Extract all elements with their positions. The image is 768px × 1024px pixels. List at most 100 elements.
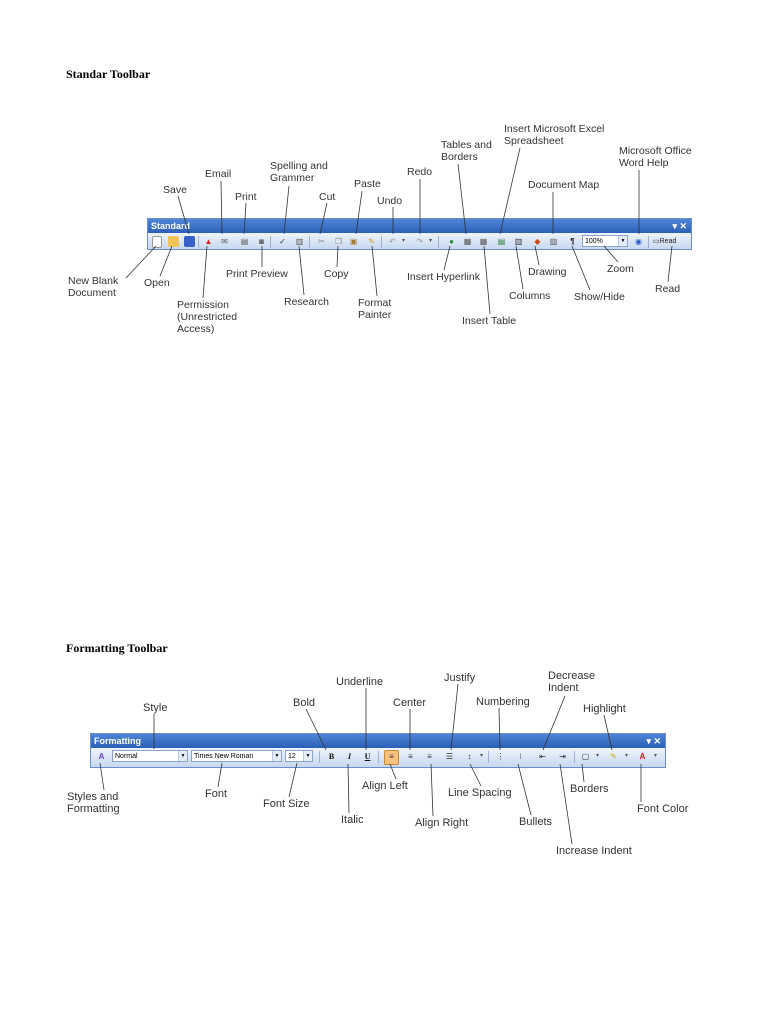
spelling-grammar-button[interactable]: ✓: [279, 237, 286, 246]
label-cut: Cut: [319, 191, 336, 203]
copy-button[interactable]: ❐: [334, 237, 343, 246]
chevron-down-icon[interactable]: ▼: [178, 751, 187, 761]
leader-research: [298, 245, 305, 296]
leader-read: [667, 245, 673, 283]
leader-font: [217, 762, 223, 788]
font-size-combo[interactable]: 12 ▼: [285, 750, 313, 762]
highlight-button[interactable]: ✎: [610, 752, 617, 761]
drawing-button[interactable]: ◆: [534, 237, 541, 246]
leader-zoom: [603, 245, 619, 263]
justify-button[interactable]: ☰: [445, 752, 454, 761]
paste-button[interactable]: ▣: [349, 237, 358, 246]
read-button[interactable]: ▭Read: [653, 236, 687, 247]
tables-and-borders-button[interactable]: ▦: [463, 237, 472, 246]
label-style: Style: [143, 702, 168, 714]
label-columns: Columns: [509, 290, 551, 302]
show-hide-button[interactable]: ¶: [570, 237, 575, 246]
chevron-down-icon[interactable]: ▼: [272, 751, 281, 761]
align-right-button[interactable]: ≡: [427, 752, 432, 761]
label-decrease-indent: Decrease Indent: [548, 670, 596, 694]
font-combo[interactable]: Times New Roman ▼: [191, 750, 282, 762]
separator: [574, 751, 575, 763]
leader-justify: [450, 683, 459, 751]
leader-print: [243, 202, 247, 235]
formatting-toolbar-title-bar[interactable]: Formatting ▾ ✕: [91, 734, 665, 748]
columns-button[interactable]: ▥: [514, 237, 523, 246]
zoom-value: 100%: [585, 238, 603, 245]
undo-dropdown-arrow[interactable]: ▾: [401, 238, 405, 244]
label-show-hide: Show/Hide: [574, 291, 625, 303]
chevron-down-icon[interactable]: ▼: [618, 236, 627, 246]
redo-dropdown-arrow[interactable]: ▾: [428, 238, 432, 244]
label-italic: Italic: [341, 814, 364, 826]
label-undo: Undo: [377, 195, 403, 207]
label-redo: Redo: [407, 166, 433, 178]
word-help-button[interactable]: ◉: [635, 237, 642, 246]
standard-toolbar-title-bar[interactable]: Standard ▾ ✕: [148, 219, 691, 233]
style-combo[interactable]: Normal ▼: [112, 750, 188, 762]
standard-toolbar-window-controls[interactable]: ▾ ✕: [672, 221, 687, 231]
align-left-button[interactable]: ≡: [384, 750, 399, 765]
leader-increase-indent: [559, 763, 573, 845]
leader-decrease-indent: [542, 695, 566, 751]
new-blank-document-button[interactable]: [152, 236, 162, 248]
label-bullets: Bullets: [519, 816, 553, 828]
label-line-spacing: Line Spacing: [448, 787, 512, 799]
open-button[interactable]: [168, 236, 179, 247]
label-zoom: Zoom: [607, 263, 634, 275]
redo-button[interactable]: ↷: [416, 237, 423, 246]
leader-new-blank-document: [125, 245, 157, 279]
document-map-button[interactable]: ▨: [549, 237, 558, 246]
research-button[interactable]: ▥: [295, 237, 304, 246]
borders-dropdown-arrow[interactable]: ▾: [595, 753, 599, 759]
font-color-dropdown-arrow[interactable]: ▾: [653, 753, 657, 759]
formatting-section-heading: Formatting Toolbar: [66, 641, 168, 655]
line-spacing-dropdown-arrow[interactable]: ▾: [479, 753, 483, 759]
permission-button[interactable]: ▲: [204, 237, 213, 246]
zoom-combo[interactable]: 100% ▼: [582, 235, 628, 247]
bullets-button[interactable]: ⁝: [519, 752, 522, 761]
label-borders: Borders: [570, 783, 609, 795]
bold-button[interactable]: B: [328, 752, 335, 761]
borders-button[interactable]: ▢: [581, 752, 590, 761]
email-button[interactable]: ✉: [221, 237, 228, 246]
leader-bold: [305, 708, 327, 751]
chevron-down-icon[interactable]: ▼: [303, 751, 312, 761]
increase-indent-button[interactable]: ⇥: [559, 752, 566, 761]
insert-hyperlink-button[interactable]: ●: [449, 237, 454, 246]
leader-cut: [319, 202, 328, 235]
underline-button[interactable]: U: [364, 752, 371, 761]
label-tables-and-borders: Tables and Borders: [441, 139, 492, 163]
label-read: Read: [655, 283, 681, 295]
label-format-painter: Format Painter: [358, 297, 392, 321]
italic-button[interactable]: I: [347, 752, 352, 761]
leader-permission: [202, 245, 208, 299]
cut-button[interactable]: ✂: [318, 237, 325, 246]
label-bold: Bold: [293, 697, 316, 709]
styles-and-formatting-button[interactable]: A: [98, 752, 105, 761]
line-spacing-button[interactable]: ↕: [467, 752, 472, 761]
decrease-indent-button[interactable]: ⇤: [539, 752, 546, 761]
label-align-right: Align Right: [415, 817, 469, 829]
numbering-button[interactable]: ⋮: [496, 752, 505, 761]
center-button[interactable]: ≡: [408, 752, 413, 761]
undo-button[interactable]: ↶: [389, 237, 396, 246]
highlight-dropdown-arrow[interactable]: ▾: [624, 753, 628, 759]
leader-copy: [336, 245, 339, 268]
save-button[interactable]: [184, 236, 195, 247]
insert-excel-spreadsheet-button[interactable]: ▤: [497, 237, 506, 246]
insert-table-button[interactable]: ▦: [479, 237, 488, 246]
standard-section-heading: Standar Toolbar: [66, 67, 151, 81]
leader-tables-borders: [457, 163, 467, 235]
label-center: Center: [393, 697, 427, 709]
leader-email: [220, 180, 223, 235]
leader-insert-hyperlink: [443, 245, 451, 271]
leader-font-size: [288, 762, 298, 798]
separator: [438, 236, 439, 248]
label-research: Research: [284, 296, 329, 308]
print-preview-button[interactable]: ◙: [259, 237, 264, 246]
format-painter-button[interactable]: ✎: [368, 237, 375, 246]
formatting-toolbar-window-controls[interactable]: ▾ ✕: [646, 736, 661, 746]
font-color-button[interactable]: A: [639, 752, 646, 761]
print-button[interactable]: ▤: [240, 237, 249, 246]
